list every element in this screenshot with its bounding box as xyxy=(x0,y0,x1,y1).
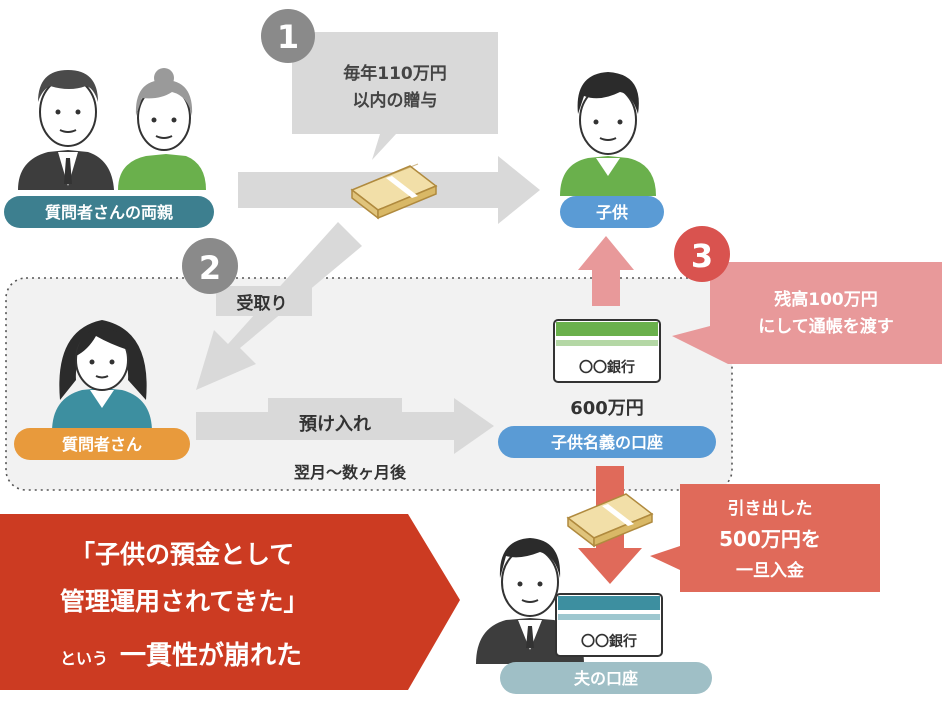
money-bundle-icon xyxy=(350,163,438,220)
parents-illustration xyxy=(18,68,206,190)
warning-line3-main: 一貫性が崩れた xyxy=(120,640,302,671)
questioner-illustration xyxy=(52,320,152,432)
step1-label-line1: 毎年110万円 xyxy=(343,63,447,84)
warning-line1: 「子供の預金として xyxy=(70,540,294,569)
step2-label: 受取り xyxy=(237,293,288,314)
step3-label-line2: にして通帳を渡す xyxy=(758,316,894,337)
svg-text:質問者さん: 質問者さん xyxy=(62,435,142,454)
child-label: 子供 xyxy=(560,196,664,228)
deposit-timing: 翌月〜数ヶ月後 xyxy=(294,463,407,482)
warning-banner: 「子供の預金として 管理運用されてきた」 という 一貫性が崩れた xyxy=(0,514,460,690)
deposit-label-bg xyxy=(268,398,402,440)
step2-badge: 2 xyxy=(182,238,238,294)
svg-text:質問者さんの両親: 質問者さんの両親 xyxy=(45,203,173,222)
step1-badge: 1 xyxy=(261,9,315,63)
husband-account-label: 夫の口座 xyxy=(500,662,712,694)
warning-line2: 管理運用されてきた」 xyxy=(60,587,309,616)
deposit-label: 預け入れ xyxy=(299,414,371,435)
withdrawal-line3: 一旦入金 xyxy=(736,560,805,581)
step1-label-line2: 以内の贈与 xyxy=(353,90,438,111)
questioner-label: 質問者さん xyxy=(14,428,190,460)
child-bank-name: 〇〇銀行 xyxy=(579,359,635,376)
step1-callout: 毎年110万円 以内の贈与 xyxy=(292,32,498,160)
parents-label: 質問者さんの両親 xyxy=(4,196,214,228)
handover-arrow xyxy=(578,236,634,306)
husband-bankbook-icon: 〇〇銀行 xyxy=(555,593,663,657)
step2-label-bg xyxy=(216,286,312,316)
child-illustration xyxy=(560,72,656,196)
child-account-label: 子供名義の口座 xyxy=(498,426,716,458)
withdrawal-callout: 引き出した 500万円を 一旦入金 xyxy=(650,484,880,592)
step1-number: 1 xyxy=(277,18,299,56)
svg-text:子供名義の口座: 子供名義の口座 xyxy=(551,433,663,452)
money-bundle-icon xyxy=(566,493,654,548)
svg-text:夫の口座: 夫の口座 xyxy=(574,669,638,688)
husband-bank-name: 〇〇銀行 xyxy=(581,633,637,650)
child-account-amount: 600万円 xyxy=(570,398,644,419)
step3-callout: 残高100万円 にして通帳を渡す xyxy=(672,262,942,364)
svg-text:子供: 子供 xyxy=(596,203,628,222)
step3-label-line1: 残高100万円 xyxy=(774,289,878,310)
step3-badge: 3 xyxy=(674,226,730,282)
warning-line3-prefix: という xyxy=(60,649,108,668)
child-bankbook-icon: 〇〇銀行 xyxy=(553,319,661,383)
withdrawal-line1: 引き出した xyxy=(728,498,813,519)
withdrawal-line2: 500万円を xyxy=(719,527,821,551)
step2-number: 2 xyxy=(199,249,221,287)
step3-number: 3 xyxy=(691,237,713,275)
